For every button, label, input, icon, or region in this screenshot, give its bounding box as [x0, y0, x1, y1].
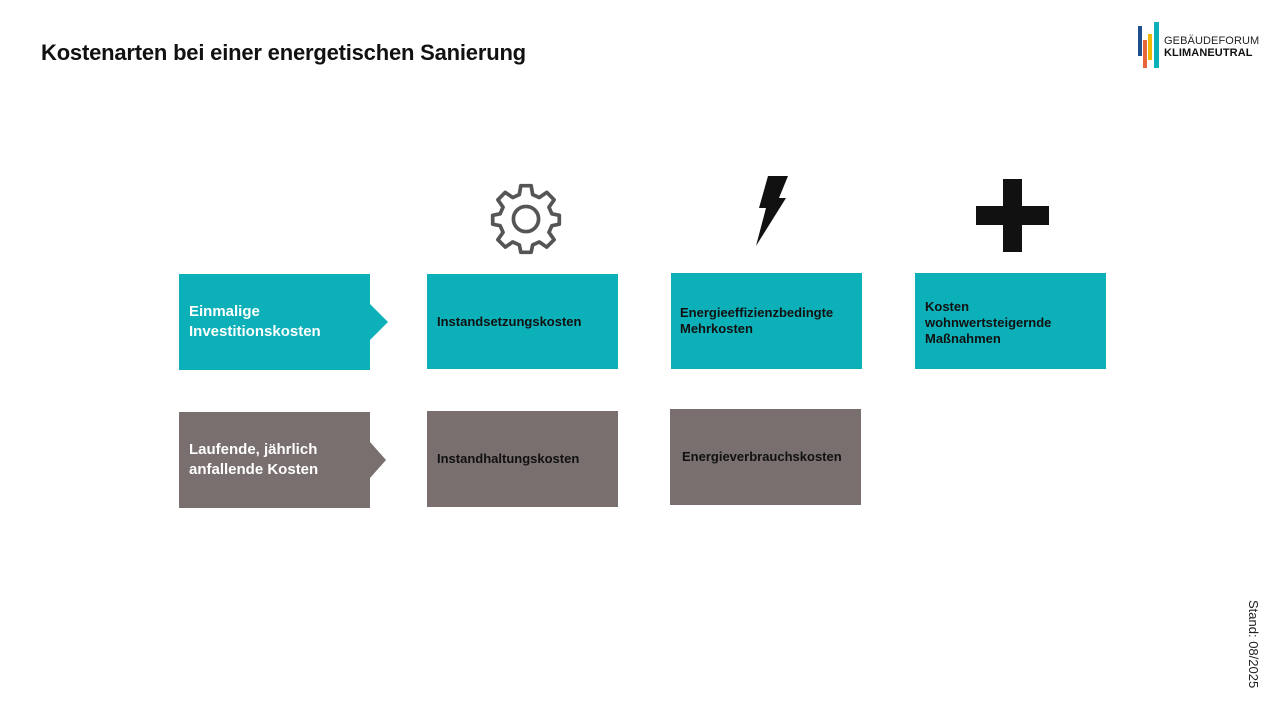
cell-label: Kosten wohnwertsteigernde Maßnahmen	[925, 299, 1052, 346]
gear-icon	[490, 183, 562, 255]
row-header-label: Laufende, jährlich anfallende Kosten	[189, 441, 319, 478]
cell-label: Energieverbrauchskosten	[682, 449, 842, 464]
lightning-icon	[756, 176, 788, 246]
cell-energieeffizienz-mehrkosten: Energieeffizienzbedingte Mehrkosten	[671, 273, 862, 369]
logo-line1: GEBÄUDEFORUM	[1164, 35, 1260, 47]
plus-icon	[976, 179, 1049, 252]
cell-instandsetzungskosten: Instandsetzungskosten	[427, 274, 618, 369]
cell-label: Instandsetzungskosten	[437, 313, 582, 329]
cell-label: Instandhaltungskosten	[437, 451, 580, 466]
row-header-arrow	[370, 304, 388, 340]
row-header-label: Einmalige Investitionskosten	[189, 303, 321, 340]
logo: GEBÄUDEFORUM KLIMANEUTRAL	[1136, 22, 1260, 70]
row-header-investment: Einmalige Investitionskosten	[179, 274, 370, 370]
page-title: Kostenarten bei einer energetischen Sani…	[41, 40, 526, 65]
logo-bars-icon	[1138, 22, 1159, 68]
logo-line2: KLIMANEUTRAL	[1164, 47, 1253, 59]
cell-energieverbrauchskosten: Energieverbrauchskosten	[670, 409, 861, 505]
row-header-running-costs: Laufende, jährlich anfallende Kosten	[179, 412, 370, 508]
stand-date: Stand: 08/2025	[1246, 600, 1261, 689]
row-header-arrow	[370, 442, 386, 478]
cell-label: Energieeffizienzbedingte Mehrkosten	[680, 305, 834, 336]
cell-instandhaltungskosten: Instandhaltungskosten	[427, 411, 618, 507]
cell-wohnwertsteigernde-massnahmen: Kosten wohnwertsteigernde Maßnahmen	[915, 273, 1106, 369]
